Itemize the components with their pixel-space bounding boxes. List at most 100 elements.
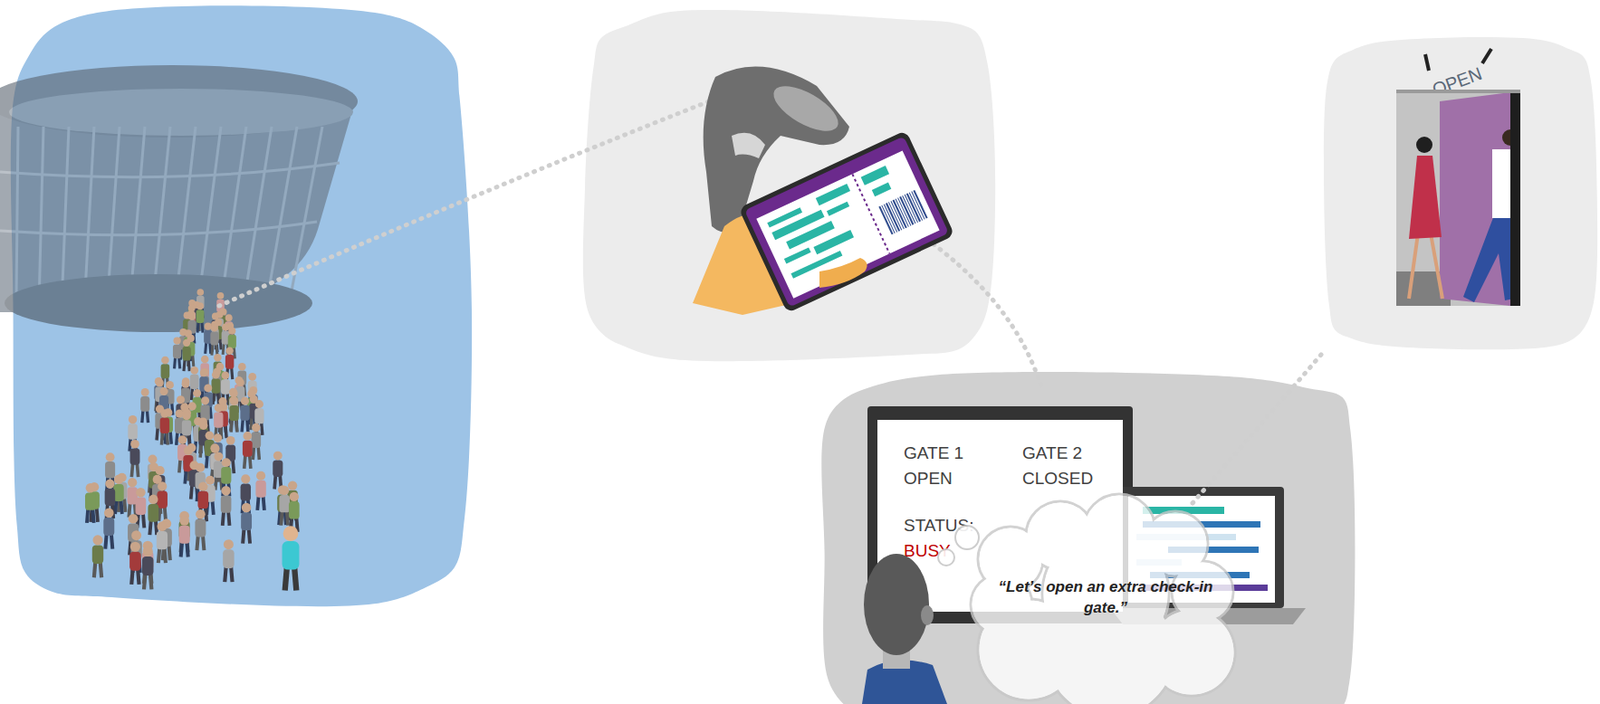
man-head	[1502, 129, 1519, 146]
crowd-person	[154, 466, 165, 506]
person-leg	[186, 331, 191, 343]
person-head	[200, 369, 209, 378]
person-leg	[156, 428, 158, 441]
crowd-person	[182, 446, 193, 484]
crowd-illustration	[85, 288, 300, 591]
person-leg	[170, 431, 172, 445]
crowd-person	[186, 443, 197, 481]
crowd-person	[174, 409, 184, 445]
barcode-line	[911, 191, 925, 221]
person-head	[176, 395, 185, 404]
person-body	[203, 392, 213, 408]
person-leg	[184, 348, 186, 360]
person-leg	[214, 458, 216, 471]
person-leg	[229, 334, 233, 345]
person-leg	[288, 507, 290, 521]
crowd-person	[255, 471, 266, 511]
barcode-line	[886, 203, 900, 232]
person-leg	[96, 507, 98, 522]
person-head	[255, 400, 264, 409]
crowd-person	[220, 458, 231, 497]
person-head	[86, 483, 96, 493]
crowd-person	[182, 411, 192, 448]
person-leg	[185, 350, 187, 362]
person-leg	[136, 464, 138, 479]
thought-bubble: “Let’s open an extra check-in gate.”	[974, 503, 1237, 704]
person-leg	[235, 411, 237, 425]
crowd-person	[156, 521, 168, 564]
person-leg	[177, 418, 179, 432]
crowd-person	[210, 324, 219, 355]
person-body	[186, 342, 195, 356]
stadium-base	[4, 274, 313, 333]
person-body	[216, 299, 225, 313]
person-body	[215, 318, 224, 333]
person-head	[153, 475, 163, 485]
person-body	[282, 541, 300, 571]
person-leg	[190, 350, 192, 362]
person-leg	[236, 398, 238, 411]
crowd-person	[103, 507, 115, 549]
crowd-person	[254, 400, 264, 436]
person-leg	[150, 574, 152, 591]
person-body	[204, 440, 215, 457]
stadium-rib	[175, 126, 196, 299]
person-head	[187, 310, 195, 318]
person-body	[215, 371, 225, 386]
ticket-bar	[771, 210, 824, 241]
person-leg	[212, 392, 214, 405]
scanner-highlight	[731, 133, 766, 159]
person-leg	[216, 344, 218, 356]
person-head	[190, 366, 199, 375]
person-leg	[206, 501, 208, 516]
dotted-trail	[219, 91, 735, 307]
person-head	[192, 301, 201, 309]
person-head	[273, 451, 283, 461]
crowd-person	[126, 478, 138, 518]
person-body	[181, 385, 191, 402]
person-leg	[187, 402, 189, 414]
barcode-line	[907, 193, 920, 222]
person-head	[277, 485, 288, 495]
person-body	[153, 385, 163, 402]
person-leg	[287, 511, 288, 526]
person-head	[179, 328, 187, 336]
person-leg	[231, 368, 233, 381]
crowd-person	[187, 310, 196, 342]
person-leg	[150, 568, 152, 585]
status-text: OPEN	[903, 467, 953, 491]
person-body	[200, 363, 210, 378]
crowd-person	[127, 514, 139, 556]
person-body	[277, 495, 288, 513]
person-leg	[162, 377, 163, 390]
barcode-line	[888, 201, 901, 230]
operator-shoulders	[862, 661, 948, 704]
person-leg	[211, 468, 213, 482]
person-body	[203, 330, 212, 345]
person-leg	[134, 503, 136, 518]
crowd-person	[228, 327, 237, 360]
person-leg	[279, 476, 281, 490]
person-head	[283, 526, 299, 542]
dotted-trail	[913, 229, 1042, 388]
person-body	[175, 403, 185, 420]
person-leg	[210, 406, 211, 419]
person-leg	[225, 425, 227, 439]
ticket-bar	[784, 247, 812, 264]
person-head	[179, 511, 190, 522]
crowd-person	[142, 546, 154, 591]
ticket-bar	[826, 201, 850, 217]
stadium-roof	[0, 65, 358, 138]
person-leg	[196, 488, 198, 502]
person-leg	[121, 500, 123, 515]
person-leg	[160, 399, 162, 412]
person-leg	[205, 507, 207, 522]
person-leg	[222, 511, 224, 526]
person-leg	[174, 357, 176, 369]
ticket-bar	[861, 165, 890, 186]
person-leg	[218, 392, 220, 405]
person-leg	[193, 411, 195, 425]
person-leg	[256, 422, 258, 436]
crowd-person	[116, 473, 127, 513]
person-head	[135, 488, 145, 498]
